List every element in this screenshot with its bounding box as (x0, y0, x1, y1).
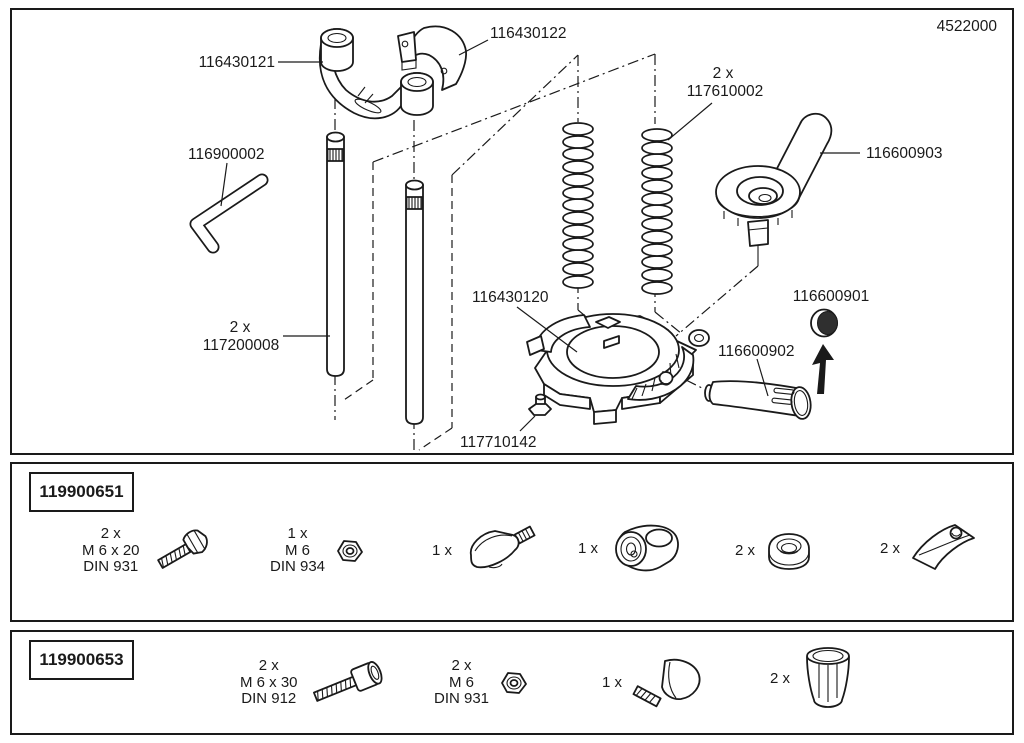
label-swivel: 116600903 (866, 145, 942, 162)
hex-nut-icon (337, 540, 363, 562)
kit-code: 119900651 (39, 482, 124, 501)
clamp-block-icon (615, 524, 679, 572)
hex-key (189, 173, 269, 254)
handle-cylinder (704, 380, 812, 420)
kit-item-pressure-plate: 2 x (880, 518, 979, 580)
guide-rod-right (405, 179, 424, 425)
kit-item-fluted-knob: 2 x (770, 647, 859, 710)
kit-item-hex-bolt: 2 x M 6 x 20 DIN 931 (82, 520, 219, 582)
thumb-knob-icon (469, 525, 536, 569)
assembly-arrow (812, 344, 834, 394)
kit-item-wing-knob: 1 x (602, 652, 711, 714)
kit-item-text: 1 x (602, 673, 623, 691)
kit-item-text: 2 x M 6 x 20 DIN 931 (82, 525, 140, 576)
guide-rod-left (326, 131, 345, 377)
hex-nut-icon (501, 672, 527, 694)
kit-item-socket-screw: 2 x M 6 x 30 DIN 912 (240, 652, 395, 714)
part-labels: 116430121 116430122 2 x 117610002 116900… (188, 25, 942, 451)
clamp-segment-right (397, 25, 468, 91)
kit-item-text: 2 x M 6 x 30 DIN 912 (240, 657, 298, 708)
kit-code: 119900653 (39, 650, 124, 669)
kit-item-text: 2 x (770, 669, 791, 687)
label-cap: 116600901 (793, 288, 869, 305)
label-handle: 116600902 (718, 343, 794, 360)
spring-left (562, 122, 594, 289)
kit-item-text: 1 x (578, 539, 599, 557)
kit-item-text: 2 x (880, 539, 901, 557)
label-base: 116430120 (472, 289, 549, 306)
kit-item-text: 2 x (735, 541, 756, 559)
leader-lines (220, 39, 860, 432)
exploded-view-panel: 4522000 (10, 8, 1014, 455)
label-clamp-left: 116430121 (199, 54, 275, 71)
kit-item-hex-nut-934: 1 x M 6 DIN 934 (270, 520, 366, 582)
fluted-knob-icon (806, 647, 850, 708)
label-clamp-right: 116430122 (490, 25, 566, 42)
kit-item-thumb-knob: 1 x (432, 520, 547, 582)
end-cap (810, 308, 838, 338)
kit-panel-119900653: 119900653 2 x M 6 x 30 DIN 912 2 x (10, 630, 1014, 735)
label-small-nut: 117710142 (460, 434, 536, 451)
kit-item-text: 2 x M 6 DIN 931 (434, 657, 490, 708)
kit-code-badge: 119900651 (29, 472, 134, 512)
wing-knob-icon (632, 658, 701, 708)
kit-item-hex-nut-931: 2 x M 6 DIN 931 (434, 652, 530, 714)
pressure-plate-icon (912, 524, 975, 570)
label-rods: 117200008 (203, 337, 279, 354)
document-number: 4522000 (936, 18, 997, 35)
label-springs: 117610002 (687, 83, 763, 100)
base-casting (526, 313, 710, 425)
kit-panel-119900651: 119900651 2 x M 6 x 20 DIN 931 1 x M 6 (10, 462, 1014, 622)
clamp-bracket-left (318, 28, 434, 120)
label-springs-qty: 2 x (713, 65, 734, 82)
kit-item-text: 1 x M 6 DIN 934 (270, 525, 326, 576)
kit-code-badge: 119900653 (29, 640, 134, 680)
spring-right (641, 128, 673, 295)
ring-nut-icon (768, 533, 810, 570)
exploded-view-drawing: 116430121 116430122 2 x 117610002 116900… (188, 25, 942, 452)
construction-lines (334, 53, 759, 452)
label-hex-key: 116900002 (188, 146, 264, 163)
socket-screw-icon (312, 661, 383, 702)
kit-item-text: 1 x (432, 541, 453, 559)
swivel-fitting (715, 112, 833, 247)
small-nut (528, 393, 552, 416)
hex-bolt-icon (156, 529, 208, 569)
kit-item-ring-nut: 2 x (735, 520, 814, 582)
label-rods-qty: 2 x (230, 319, 251, 336)
kit-item-clamp-block: 1 x (578, 518, 685, 580)
